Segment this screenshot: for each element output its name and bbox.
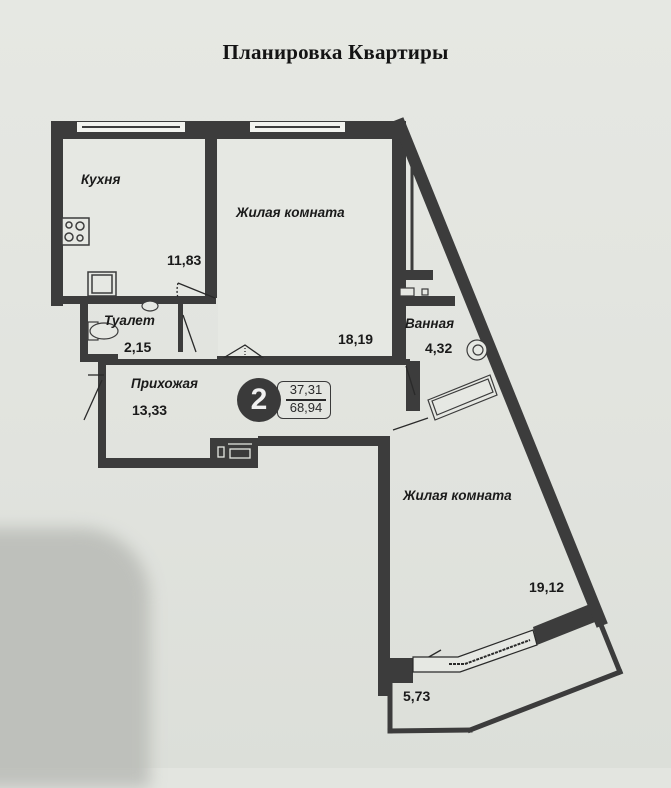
balcony-glazing xyxy=(412,629,538,673)
room-label-hallway: Прихожая xyxy=(131,376,199,391)
stove-icon xyxy=(61,217,90,246)
toilet-fixtures xyxy=(87,300,159,341)
room-label-bathroom: Ванная xyxy=(405,316,455,331)
bath-fixtures xyxy=(399,287,498,421)
finger-shadow xyxy=(0,528,150,788)
room-area-kitchen: 11,83 xyxy=(167,252,202,268)
total-area-value: 68,94 xyxy=(289,400,323,415)
living-area-value: 37,31 xyxy=(289,382,323,397)
apartment-badge: 2 37,31 68,94 xyxy=(237,378,339,424)
page-title: Планировка Квартиры xyxy=(222,40,449,64)
room-label-toilet: Туалет xyxy=(104,313,155,328)
room-area-toilet: 2,15 xyxy=(124,339,152,355)
room-area-living-room-1: 18,19 xyxy=(338,331,374,347)
room-area-balcony: 5,73 xyxy=(403,688,431,704)
room-area-living-room-2: 19,12 xyxy=(529,579,565,595)
floor-plan xyxy=(51,117,624,734)
diagonal-wall xyxy=(387,117,624,734)
fraction-line xyxy=(286,399,326,401)
kitchen-floor xyxy=(62,138,205,298)
room-area-hallway: 13,33 xyxy=(132,402,168,418)
room-label-living-room-2: Жилая комната xyxy=(403,488,512,503)
hallway-cabinet xyxy=(217,443,252,459)
room-area-bathroom: 4,32 xyxy=(425,340,453,356)
kitchen-sink-icon xyxy=(87,271,117,297)
windows xyxy=(77,122,345,132)
living-room-1-floor xyxy=(218,138,392,358)
room-label-kitchen: Кухня xyxy=(81,172,121,187)
rooms-count-circle: 2 xyxy=(237,378,281,422)
room-label-living-room-1: Жилая комната xyxy=(236,205,345,220)
